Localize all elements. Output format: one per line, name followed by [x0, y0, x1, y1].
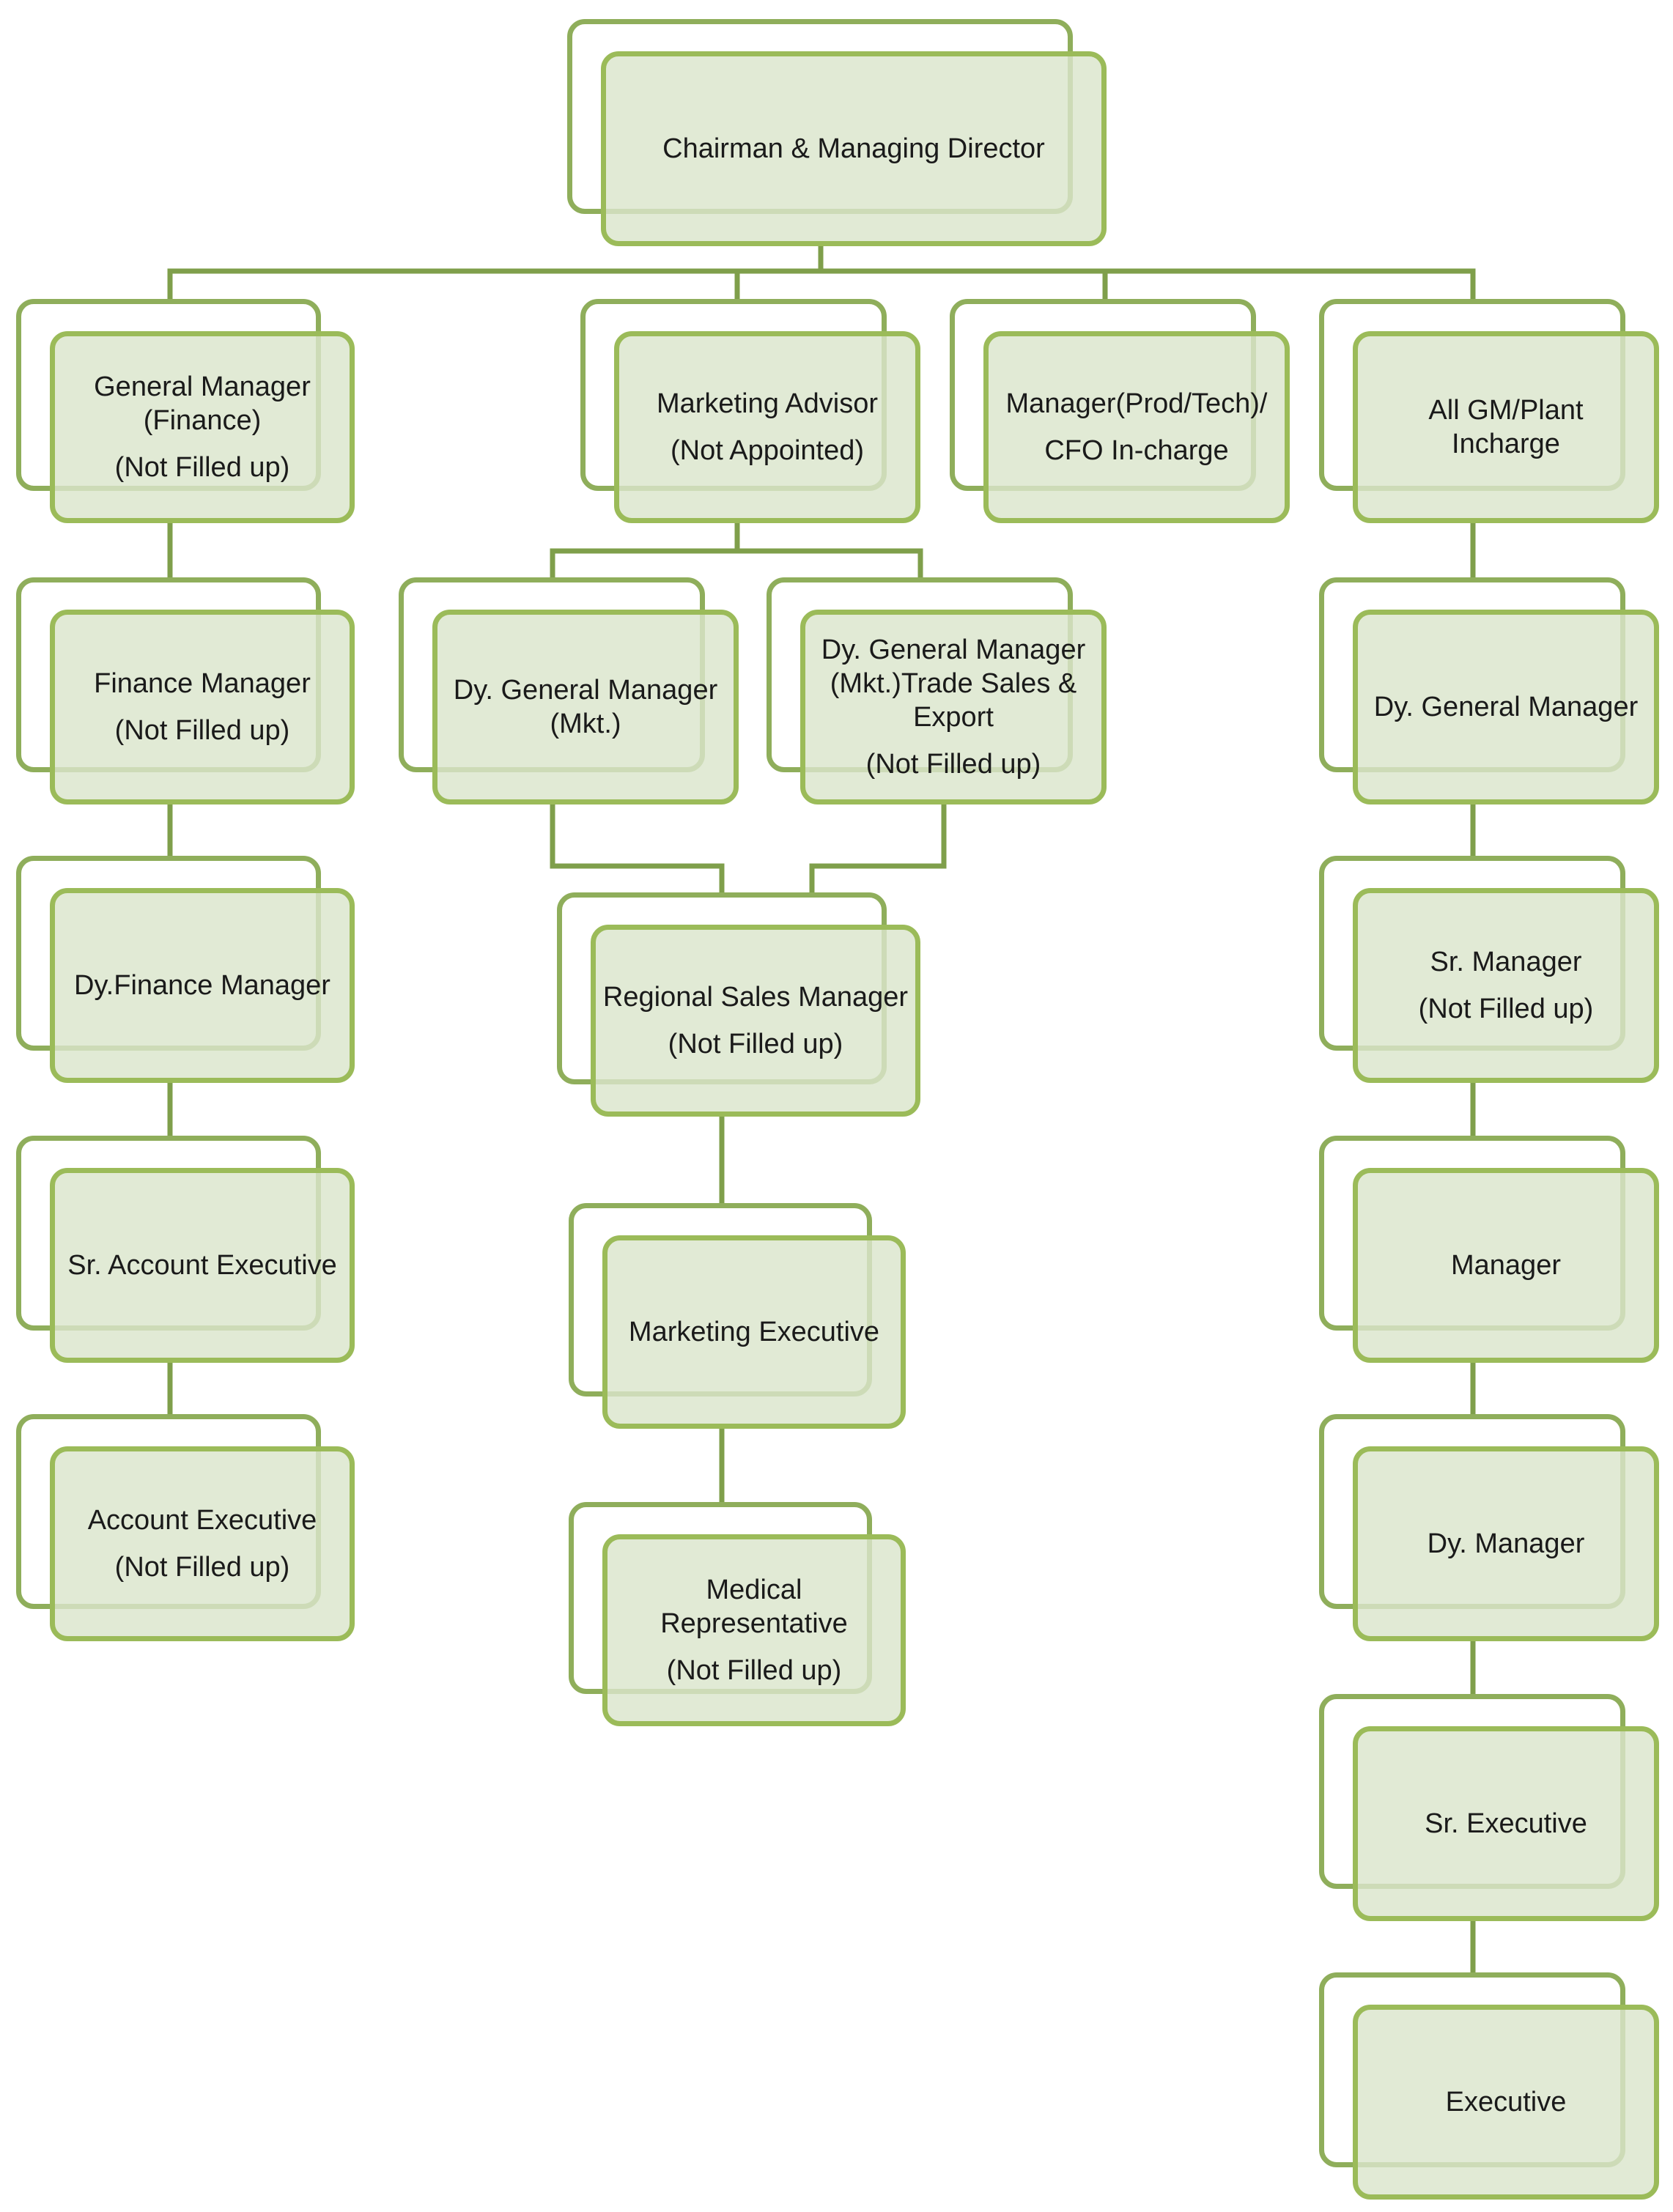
node-manager: Manager: [1319, 1136, 1659, 1363]
node-title-line: Sr. Manager: [1430, 947, 1582, 977]
node-box: Sr. Executive: [1353, 1726, 1659, 1921]
node-gm-fin: General Manager(Finance) (Not Filled up): [16, 299, 355, 523]
node-dgm-plant: Dy. General Manager: [1319, 577, 1659, 804]
node-box: Dy. General Manager: [1353, 610, 1659, 804]
node-title-line: Dy. General Manager: [821, 635, 1086, 665]
node-fin-mgr: Finance Manager (Not Filled up): [16, 577, 355, 804]
node-title-line: Dy.Finance Manager: [74, 970, 330, 1001]
node-title-line: Chairman & Managing Director: [662, 133, 1045, 164]
connector-line: [809, 804, 947, 892]
node-title-line: Dy. Manager: [1427, 1528, 1585, 1559]
node-dgm-trade: Dy. General Manager(Mkt.)Trade Sales &Ex…: [767, 577, 1107, 804]
node-acc-exec: Account Executive (Not Filled up): [16, 1414, 355, 1641]
node-title-line: Finance Manager: [94, 668, 311, 699]
node-dgm-mkt: Dy. General Manager(Mkt.): [399, 577, 739, 804]
node-title-line: (Finance): [143, 405, 262, 436]
node-title-line: Sr. Account Executive: [67, 1250, 337, 1281]
node-box: Manager(Prod/Tech)/ CFO In-charge: [983, 331, 1290, 523]
node-box: Manager: [1353, 1168, 1659, 1363]
node-title-line: Medical: [706, 1575, 802, 1605]
node-box: Dy.Finance Manager: [50, 888, 355, 1083]
node-box: Marketing Advisor (Not Appointed): [614, 331, 920, 523]
node-title-line: Export: [913, 702, 994, 733]
node-rsm: Regional Sales Manager (Not Filled up): [557, 892, 920, 1117]
node-status: (Not Filled up): [114, 1552, 290, 1583]
connector-line: [550, 548, 923, 577]
node-sr-acc: Sr. Account Executive: [16, 1136, 355, 1363]
node-sr-exec: Sr. Executive: [1319, 1694, 1659, 1921]
node-status: (Not Filled up): [1418, 994, 1594, 1024]
node-box: Dy. Manager: [1353, 1446, 1659, 1641]
node-title-line: Marketing Executive: [628, 1317, 880, 1347]
node-title-line: General Manager: [94, 371, 311, 402]
node-dy-fin: Dy.Finance Manager: [16, 856, 355, 1083]
node-title-line: Regional Sales Manager: [602, 982, 909, 1013]
node-title-line: Account Executive: [87, 1505, 317, 1536]
node-title-line: Sr. Executive: [1425, 1808, 1587, 1839]
node-box: Sr. Account Executive: [50, 1168, 355, 1363]
node-box: Marketing Executive: [602, 1235, 906, 1429]
node-cmd: Chairman & Managing Director: [567, 19, 1107, 246]
node-box: Finance Manager (Not Filled up): [50, 610, 355, 804]
node-status: (Not Filled up): [865, 749, 1041, 780]
node-box: Dy. General Manager(Mkt.)Trade Sales &Ex…: [800, 610, 1107, 804]
node-box: Executive: [1353, 2005, 1659, 2200]
node-executive: Executive: [1319, 1972, 1659, 2200]
node-box: General Manager(Finance) (Not Filled up): [50, 331, 355, 523]
node-box: Regional Sales Manager (Not Filled up): [591, 925, 920, 1117]
node-title-line: Marketing Advisor: [656, 388, 878, 419]
node-status: (Not Appointed): [670, 435, 865, 466]
node-title-line: Manager: [1451, 1250, 1561, 1281]
node-title-line: Manager(Prod/Tech)/: [1005, 388, 1268, 419]
node-box: Sr. Manager (Not Filled up): [1353, 888, 1659, 1083]
node-title-line: (Mkt.): [550, 709, 621, 739]
node-title-line: Representative: [660, 1608, 848, 1639]
node-sr-mgr: Sr. Manager (Not Filled up): [1319, 856, 1659, 1083]
connector-line: [550, 804, 725, 892]
node-title-line: All GM/Plant: [1428, 395, 1584, 426]
node-mkt-adv: Marketing Advisor (Not Appointed): [580, 299, 920, 523]
node-title-line: (Mkt.)Trade Sales &: [830, 668, 1077, 699]
node-status: (Not Filled up): [668, 1029, 843, 1059]
node-title-line: Executive: [1445, 2087, 1567, 2117]
connector-line: [167, 268, 1476, 299]
node-box: Chairman & Managing Director: [601, 51, 1107, 246]
node-box: Account Executive (Not Filled up): [50, 1446, 355, 1641]
node-title-line: Dy. General Manager: [1373, 692, 1639, 722]
node-box: Dy. General Manager(Mkt.): [432, 610, 739, 804]
node-status: (Not Filled up): [114, 715, 290, 746]
node-mgr-prod: Manager(Prod/Tech)/ CFO In-charge: [950, 299, 1290, 523]
node-status: CFO In-charge: [1044, 435, 1229, 466]
node-title-line: Incharge: [1452, 429, 1560, 459]
node-dy-mgr: Dy. Manager: [1319, 1414, 1659, 1641]
node-status: (Not Filled up): [114, 452, 290, 483]
node-mkt-exec: Marketing Executive: [569, 1203, 906, 1429]
node-status: (Not Filled up): [666, 1655, 842, 1686]
node-title-line: Dy. General Manager: [453, 675, 718, 706]
